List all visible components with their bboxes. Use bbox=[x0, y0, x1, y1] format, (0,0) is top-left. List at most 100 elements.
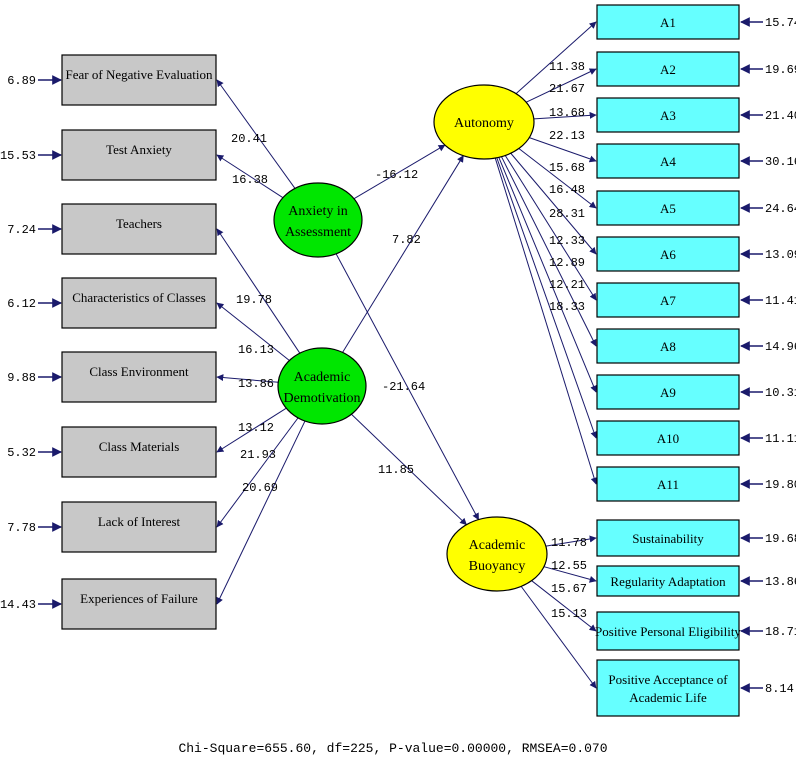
error-variance-label: 19.80 bbox=[765, 478, 796, 492]
indicator-box bbox=[596, 236, 740, 272]
loading-label: 16.48 bbox=[549, 183, 585, 197]
indicator-label: A8 bbox=[660, 339, 676, 354]
loading-path bbox=[545, 535, 597, 547]
indicator-box bbox=[596, 328, 740, 364]
loading-path bbox=[531, 580, 597, 632]
indicator-box bbox=[61, 203, 217, 255]
indicator-label: Regularity Adaptation bbox=[610, 574, 726, 589]
latent-label: Academic bbox=[294, 370, 351, 385]
indicator-box bbox=[61, 578, 217, 630]
loading-label: 11.38 bbox=[549, 60, 585, 74]
structural-path bbox=[351, 413, 467, 526]
loading-path bbox=[216, 374, 279, 383]
error-variance-label: 7.78 bbox=[7, 521, 36, 535]
indicator-label: Fear of Negative Evaluation bbox=[66, 67, 213, 82]
indicator-label: Positive Acceptance of bbox=[608, 672, 728, 687]
latent-label: Assessment bbox=[285, 225, 351, 240]
loading-label: 18.33 bbox=[549, 300, 585, 314]
loading-label: 19.78 bbox=[236, 293, 272, 307]
indicator-box bbox=[61, 501, 217, 553]
indicator-box bbox=[596, 519, 740, 557]
indicator-box bbox=[596, 143, 740, 179]
latent-variable-ellipse bbox=[277, 347, 367, 425]
indicator-label: A1 bbox=[660, 15, 676, 30]
indicator-label: Experiences of Failure bbox=[80, 591, 198, 606]
latent-variable-ellipse bbox=[433, 84, 535, 160]
error-variance-label: 15.53 bbox=[0, 149, 36, 163]
error-variance-label: 30.16 bbox=[765, 155, 796, 169]
loading-label: 12.21 bbox=[549, 278, 585, 292]
indicator-box bbox=[596, 466, 740, 502]
indicator-label: Characteristics of Classes bbox=[72, 290, 206, 305]
loading-label: 16.38 bbox=[232, 173, 268, 187]
error-variance-label: 13.86 bbox=[765, 575, 796, 589]
indicator-label: Lack of Interest bbox=[98, 514, 181, 529]
error-variance-label: 8.14 bbox=[765, 682, 794, 696]
error-variance-label: 11.11 bbox=[765, 432, 796, 446]
indicator-box bbox=[596, 190, 740, 226]
loading-path bbox=[216, 228, 301, 354]
loading-label: 13.12 bbox=[238, 421, 274, 435]
loading-path bbox=[518, 148, 597, 209]
indicator-label: Teachers bbox=[116, 216, 162, 231]
indicator-label: A10 bbox=[657, 431, 679, 446]
loading-path bbox=[515, 21, 597, 94]
error-variance-label: 5.32 bbox=[7, 446, 36, 460]
indicator-box bbox=[596, 659, 740, 717]
latent-label: Academic bbox=[469, 538, 526, 553]
loading-path bbox=[216, 417, 299, 528]
indicator-box bbox=[61, 426, 217, 478]
indicator-label: A11 bbox=[657, 477, 679, 492]
loading-path bbox=[216, 420, 306, 605]
error-variance-label: 21.40 bbox=[765, 109, 796, 123]
indicator-label: A3 bbox=[660, 108, 676, 123]
indicator-box bbox=[596, 97, 740, 133]
structural-path bbox=[353, 144, 446, 200]
loading-label: 15.68 bbox=[549, 161, 585, 175]
loading-label: 21.67 bbox=[549, 82, 585, 96]
indicator-box bbox=[61, 277, 217, 329]
loading-label: 11.78 bbox=[551, 536, 587, 550]
error-variance-label: 7.24 bbox=[7, 223, 36, 237]
loading-label: 12.89 bbox=[549, 256, 585, 270]
error-variance-label: 24.64 bbox=[765, 202, 796, 216]
error-variance-label: 19.68 bbox=[765, 532, 796, 546]
path-coefficient-label: -21.64 bbox=[382, 380, 425, 394]
error-variance-label: 18.71 bbox=[765, 625, 796, 639]
error-variance-label: 9.88 bbox=[7, 371, 36, 385]
indicator-box bbox=[61, 351, 217, 403]
error-variance-label: 6.12 bbox=[7, 297, 36, 311]
loading-path bbox=[510, 152, 597, 255]
loading-path bbox=[529, 137, 597, 163]
indicator-label: A9 bbox=[660, 385, 676, 400]
indicator-label: Class Materials bbox=[99, 439, 180, 454]
indicator-label: A6 bbox=[660, 247, 676, 262]
loading-path bbox=[494, 157, 598, 485]
indicator-label: A5 bbox=[660, 201, 676, 216]
loading-label: 12.55 bbox=[551, 559, 587, 573]
path-coefficient-label: 11.85 bbox=[378, 463, 414, 477]
indicator-box bbox=[596, 420, 740, 456]
structural-path bbox=[335, 253, 480, 521]
loading-label: 20.41 bbox=[231, 132, 267, 146]
loading-label: 28.31 bbox=[549, 207, 585, 221]
error-variance-label: 11.41 bbox=[765, 294, 796, 308]
indicator-label: A4 bbox=[660, 154, 676, 169]
error-variance-label: 15.74 bbox=[765, 16, 796, 30]
loading-path bbox=[216, 302, 290, 361]
error-variance-label: 14.43 bbox=[0, 598, 36, 612]
latent-label: Buoyancy bbox=[469, 559, 526, 574]
loading-path bbox=[216, 79, 296, 189]
loading-path bbox=[496, 157, 598, 439]
path-coefficient-label: -16.12 bbox=[375, 168, 418, 182]
indicator-box bbox=[596, 565, 740, 597]
indicator-box bbox=[61, 54, 217, 106]
loading-label: 13.86 bbox=[238, 377, 274, 391]
latent-label: Autonomy bbox=[454, 116, 514, 131]
indicator-label: Test Anxiety bbox=[106, 142, 172, 157]
latent-variable-ellipse bbox=[446, 516, 548, 592]
latent-label: Anxiety in bbox=[288, 204, 348, 219]
loading-label: 16.13 bbox=[238, 343, 274, 357]
indicator-box bbox=[596, 611, 740, 651]
